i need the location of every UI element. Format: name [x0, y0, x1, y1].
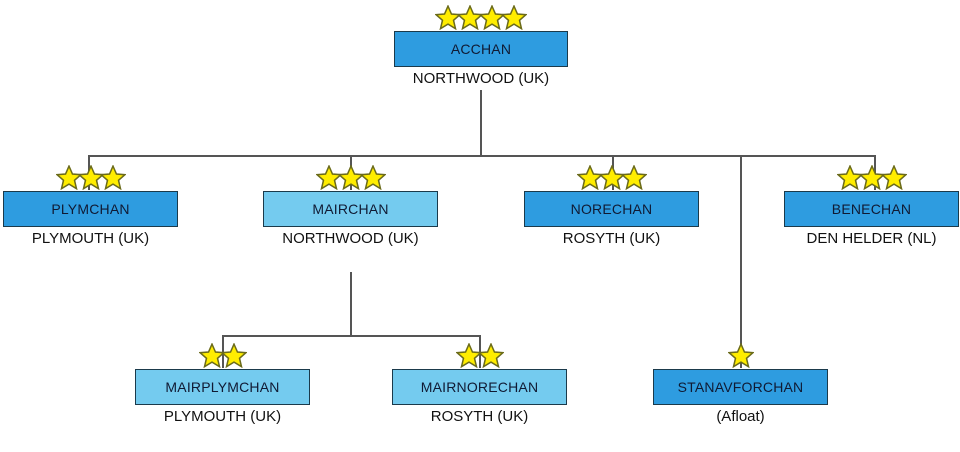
rank-stars-mairchan — [315, 165, 386, 190]
star-icon — [477, 343, 504, 368]
connector-acchan-stem — [480, 90, 482, 155]
rank-stars-benechan — [836, 165, 907, 190]
star-icon — [727, 343, 754, 368]
node-box-benechan[interactable]: BENECHAN — [784, 191, 959, 227]
node-box-mairplymchan[interactable]: MAIRPLYMCHAN — [135, 369, 310, 405]
star-icon — [220, 343, 247, 368]
star-icon — [435, 5, 461, 30]
rank-stars-stanavforchan — [727, 343, 754, 368]
node-box-plymchan[interactable]: PLYMCHAN — [3, 191, 178, 227]
star-icon — [858, 165, 885, 190]
star-icon — [315, 165, 342, 190]
node-location-stanavforchan: (Afloat) — [716, 408, 765, 425]
rank-stars-mairnorechan — [455, 343, 504, 368]
node-plymchan[interactable]: PLYMCHAN PLYMOUTH (UK) — [3, 165, 178, 247]
connector-mairchan-stem — [350, 272, 352, 335]
star-icon — [198, 343, 225, 368]
node-box-stanavforchan[interactable]: STANAVFORCHAN — [653, 369, 828, 405]
node-mairnorechan[interactable]: MAIRNORECHAN ROSYTH (UK) — [392, 343, 567, 425]
star-icon — [77, 165, 104, 190]
star-icon — [620, 165, 647, 190]
node-location-mairnorechan: ROSYTH (UK) — [430, 408, 529, 425]
node-box-mairnorechan[interactable]: MAIRNORECHAN — [392, 369, 567, 405]
node-box-acchan[interactable]: ACCHAN — [394, 31, 568, 67]
star-icon — [836, 165, 863, 190]
star-icon — [479, 5, 505, 30]
star-icon — [880, 165, 907, 190]
star-icon — [598, 165, 625, 190]
star-icon — [55, 165, 82, 190]
star-icon — [337, 165, 364, 190]
node-acchan[interactable]: ACCHAN NORTHWOOD (UK) — [394, 5, 568, 87]
node-location-plymchan: PLYMOUTH (UK) — [31, 230, 150, 247]
star-icon — [457, 5, 483, 30]
node-box-norechan[interactable]: NORECHAN — [524, 191, 699, 227]
star-icon — [455, 343, 482, 368]
node-mairchan[interactable]: MAIRCHAN NORTHWOOD (UK) — [263, 165, 438, 247]
rank-stars-plymchan — [55, 165, 126, 190]
node-mairplymchan[interactable]: MAIRPLYMCHAN PLYMOUTH (UK) — [135, 343, 310, 425]
star-icon — [359, 165, 386, 190]
connector-mairchan-bus — [222, 335, 481, 337]
node-box-mairchan[interactable]: MAIRCHAN — [263, 191, 438, 227]
node-location-benechan: DEN HELDER (NL) — [806, 230, 937, 247]
node-location-mairchan: NORTHWOOD (UK) — [282, 230, 419, 247]
rank-stars-mairplymchan — [198, 343, 247, 368]
star-icon — [501, 5, 527, 30]
connector-drop-stanavforchan — [740, 155, 742, 368]
star-icon — [576, 165, 603, 190]
node-location-acchan: NORTHWOOD (UK) — [412, 70, 550, 87]
node-benechan[interactable]: BENECHAN DEN HELDER (NL) — [784, 165, 959, 247]
rank-stars-norechan — [576, 165, 647, 190]
node-location-norechan: ROSYTH (UK) — [562, 230, 661, 247]
connector-main-bus — [88, 155, 875, 157]
rank-stars-acchan — [435, 5, 527, 30]
node-stanavforchan[interactable]: STANAVFORCHAN (Afloat) — [653, 343, 828, 425]
star-icon — [99, 165, 126, 190]
node-location-mairplymchan: PLYMOUTH (UK) — [163, 408, 282, 425]
node-norechan[interactable]: NORECHAN ROSYTH (UK) — [524, 165, 699, 247]
